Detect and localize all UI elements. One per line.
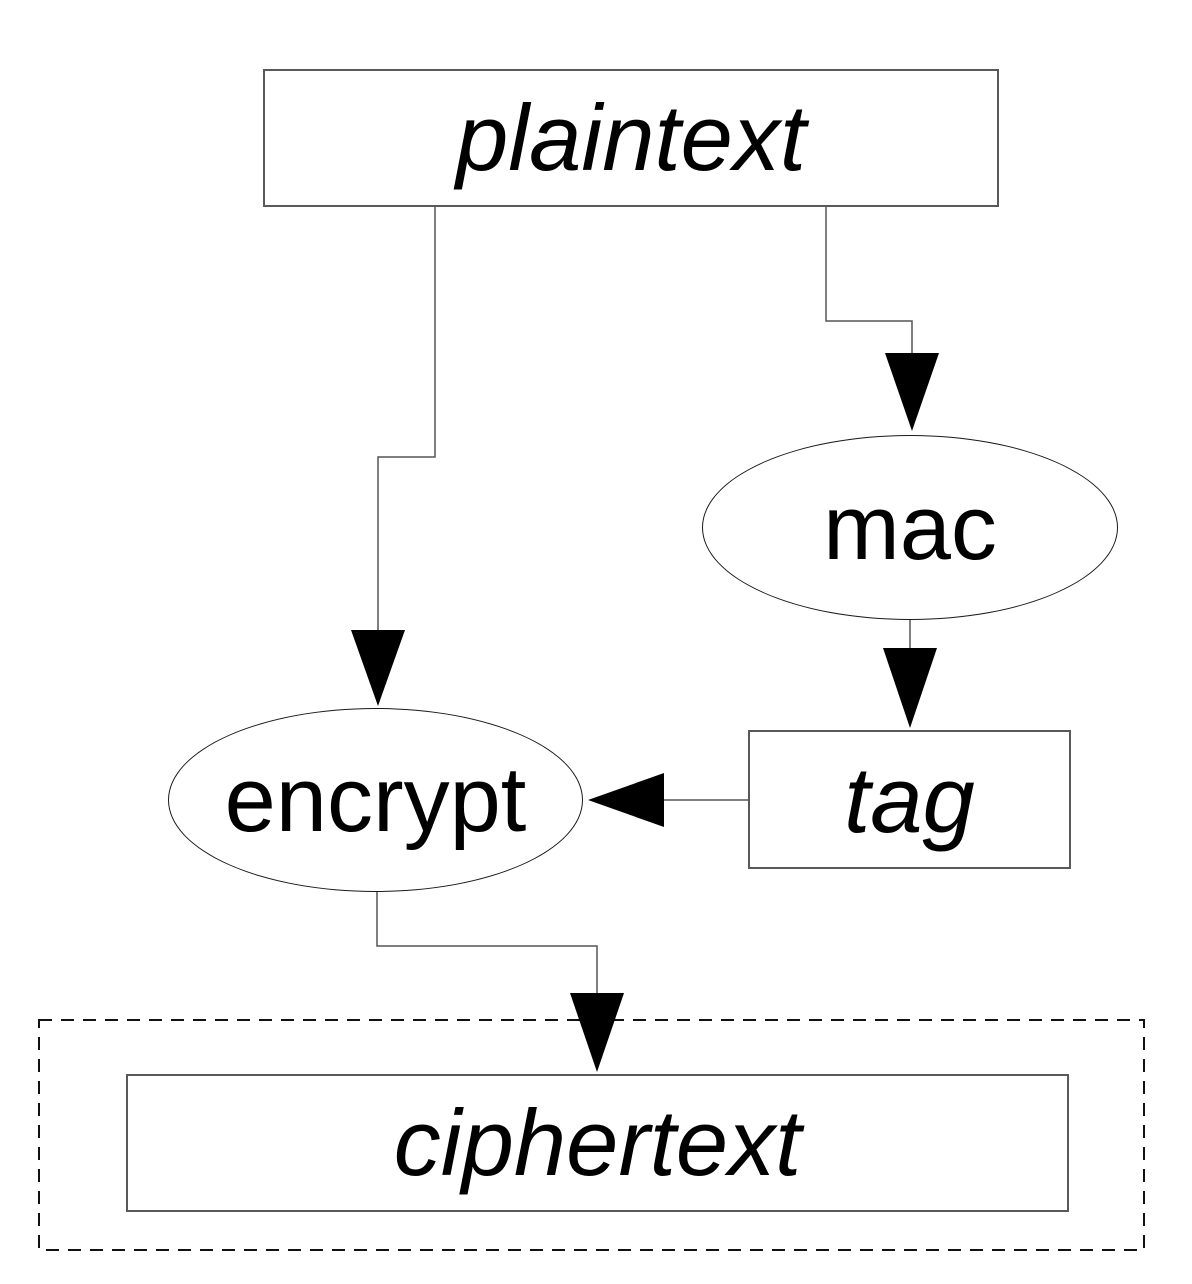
edge-mac-to-tag-arrowhead-icon xyxy=(883,648,937,728)
edge-plaintext-to-mac xyxy=(825,207,913,356)
node-plaintext-label: plaintext xyxy=(455,85,807,190)
edge-plaintext-to-mac-arrowhead-icon xyxy=(885,353,939,431)
edge-plaintext-to-encrypt xyxy=(377,207,436,633)
node-encrypt: encrypt xyxy=(168,708,583,892)
edge-encrypt-to-ciphertext xyxy=(376,892,598,996)
edge-encrypt-to-ciphertext-arrowhead-icon xyxy=(570,993,624,1072)
node-mac-label: mac xyxy=(823,476,997,579)
edge-tag-to-encrypt-arrowhead-icon xyxy=(588,773,664,827)
edge-plaintext-to-encrypt-arrowhead-icon xyxy=(351,630,405,706)
node-tag: tag xyxy=(748,730,1071,869)
node-plaintext: plaintext xyxy=(263,69,999,207)
node-ciphertext-label: ciphertext xyxy=(393,1090,802,1195)
node-ciphertext: ciphertext xyxy=(126,1074,1069,1212)
node-encrypt-label: encrypt xyxy=(224,749,527,851)
node-mac: mac xyxy=(702,435,1118,620)
node-tag-label: tag xyxy=(844,746,975,852)
